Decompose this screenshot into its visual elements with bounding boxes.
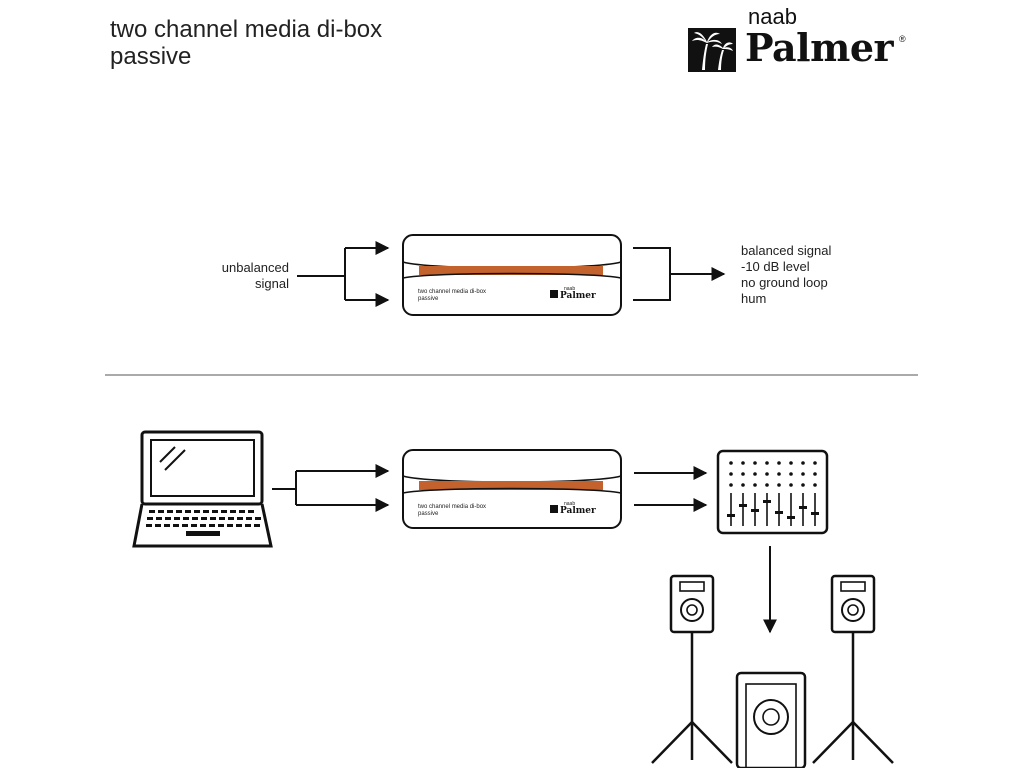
laptop-to-dibox-wiring (272, 464, 390, 512)
di-box-bottom: two channel media di-box passive naab Pa… (402, 449, 622, 529)
di-box-top: two channel media di-box passive naab Pa… (402, 234, 622, 316)
di-box-model-line-2: passive (418, 511, 439, 517)
output-label-line-4: hum (741, 291, 767, 306)
di-box-stripe (419, 481, 603, 490)
input-label-line-2: signal (255, 276, 289, 291)
di-box-stripe (419, 266, 603, 275)
di-box-model-line-1: two channel media di-box (418, 504, 486, 510)
di-box-logo-icon (550, 290, 558, 298)
di-box-model-line-1: two channel media di-box (418, 289, 486, 295)
studio-monitor-left-icon (651, 574, 733, 764)
registered-mark: ® (899, 34, 906, 44)
di-box-model-line-2: passive (418, 296, 439, 302)
di-box-brand-top: naab (564, 286, 575, 292)
input-label: unbalanced signal (189, 260, 289, 292)
subwoofer-icon (735, 671, 807, 768)
di-box-brand-name: Palmer (560, 506, 596, 516)
di-box-logo-icon (550, 505, 558, 513)
top-input-wiring (297, 241, 390, 307)
di-box-brand-top: naab (564, 501, 575, 507)
page-title-line-1: two channel media di-box (110, 16, 383, 43)
brand-top-text: naab (748, 4, 797, 29)
palm-tree-logo-icon (688, 28, 736, 72)
brand-name-text: Palmer (745, 25, 894, 70)
studio-monitor-right-icon (812, 574, 894, 764)
output-label-line-2: -10 dB level (741, 259, 810, 274)
input-label-line-1: unbalanced (221, 260, 289, 275)
dibox-to-mixer-wiring (634, 466, 708, 512)
output-label: balanced signal -10 dB level no ground l… (741, 243, 831, 307)
page-title-line-2: passive (110, 43, 192, 70)
output-label-line-1: balanced signal (741, 243, 832, 258)
laptop-icon (132, 430, 273, 548)
top-output-wiring (633, 247, 726, 301)
output-label-line-3: no ground loop (741, 275, 828, 290)
di-box-brand-name: Palmer (560, 291, 596, 301)
mixing-console-icon (716, 449, 829, 535)
